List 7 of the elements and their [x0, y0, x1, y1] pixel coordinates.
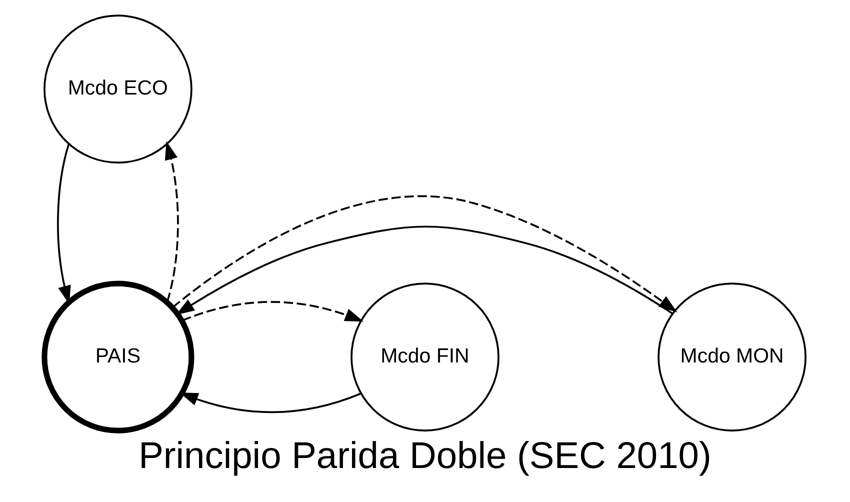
node-circle: Mcdo ECO	[44, 14, 192, 164]
arrow	[182, 301, 364, 322]
arrow	[172, 195, 678, 312]
arrow	[176, 226, 673, 315]
node-circle: Mcdo FIN	[350, 282, 500, 432]
arrow	[164, 141, 179, 302]
caption: Principio Parida Doble (SEC 2010)	[138, 434, 712, 476]
